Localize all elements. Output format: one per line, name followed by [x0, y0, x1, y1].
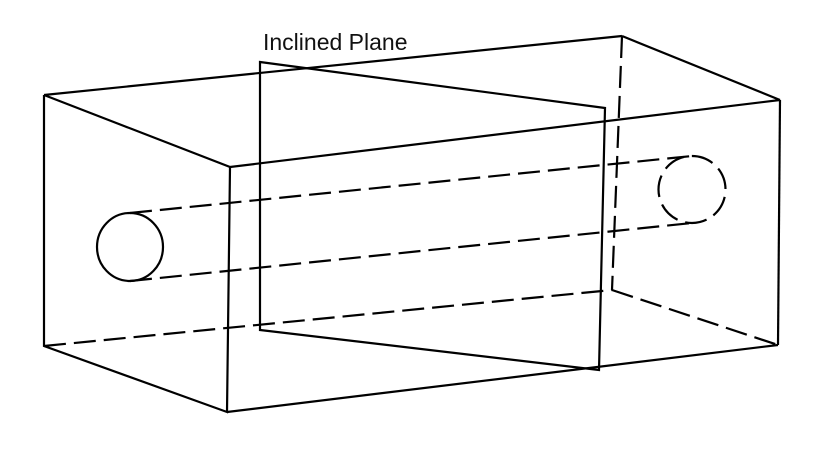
cylindrical-hole: [95, 154, 727, 283]
box-bottom-back-hidden-edge: [611, 288, 779, 347]
box-top-left-edge: [43, 34, 623, 97]
box-top-front-edge: [229, 98, 781, 169]
box-right-vertical-edge: [776, 99, 782, 346]
inclined-plane: [258, 60, 607, 372]
box-visible-edges: [42, 34, 782, 414]
box-top-back-edge: [621, 34, 781, 102]
hole-top-hidden-line: [129, 154, 693, 215]
box-bottom-front-edge: [226, 343, 779, 414]
inclined-plane-label: Inclined Plane: [263, 29, 408, 55]
hole-bottom-hidden-line: [129, 221, 693, 283]
box-bottom-left-hidden-edge: [43, 288, 613, 348]
box-front-face: [42, 93, 232, 414]
hole-front-circle: [95, 211, 165, 283]
hole-back-circle: [657, 154, 727, 225]
